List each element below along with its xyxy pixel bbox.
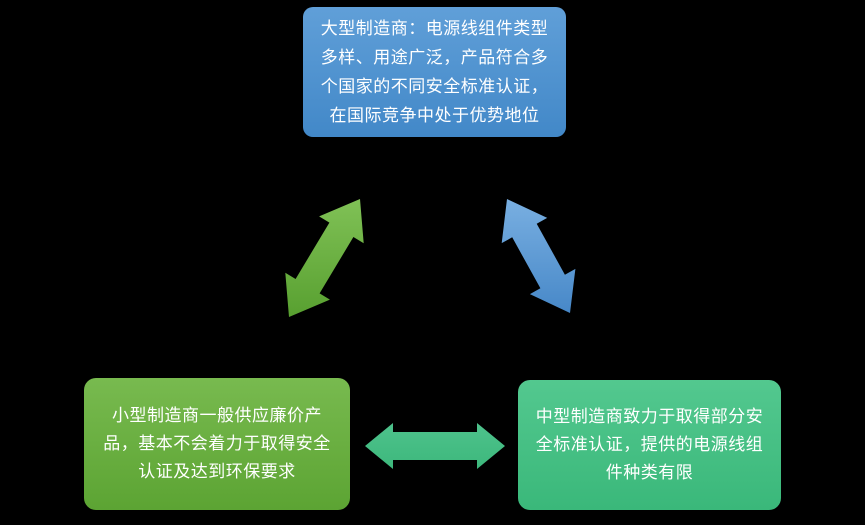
node-large-manufacturer: 大型制造商：电源线组件类型多样、用途广泛，产品符合多个国家的不同安全标准认证，在… bbox=[303, 7, 566, 137]
node-small-manufacturer: 小型制造商一般供应廉价产品，基本不会着力于取得安全认证及达到环保要求 bbox=[84, 378, 350, 510]
double-arrow-small-medium bbox=[365, 423, 505, 469]
node-large-manufacturer-label: 大型制造商：电源线组件类型多样、用途广泛，产品符合多个国家的不同安全标准认证，在… bbox=[320, 19, 549, 125]
node-medium-manufacturer-label: 中型制造商致力于取得部分安全标准认证，提供的电源线组件种类有限 bbox=[535, 407, 764, 482]
double-arrow-large-small bbox=[285, 199, 364, 317]
node-small-manufacturer-label: 小型制造商一般供应廉价产品，基本不会着力于取得安全认证及达到环保要求 bbox=[103, 406, 331, 481]
double-arrow-large-medium bbox=[501, 199, 576, 313]
node-medium-manufacturer: 中型制造商致力于取得部分安全标准认证，提供的电源线组件种类有限 bbox=[518, 380, 781, 510]
